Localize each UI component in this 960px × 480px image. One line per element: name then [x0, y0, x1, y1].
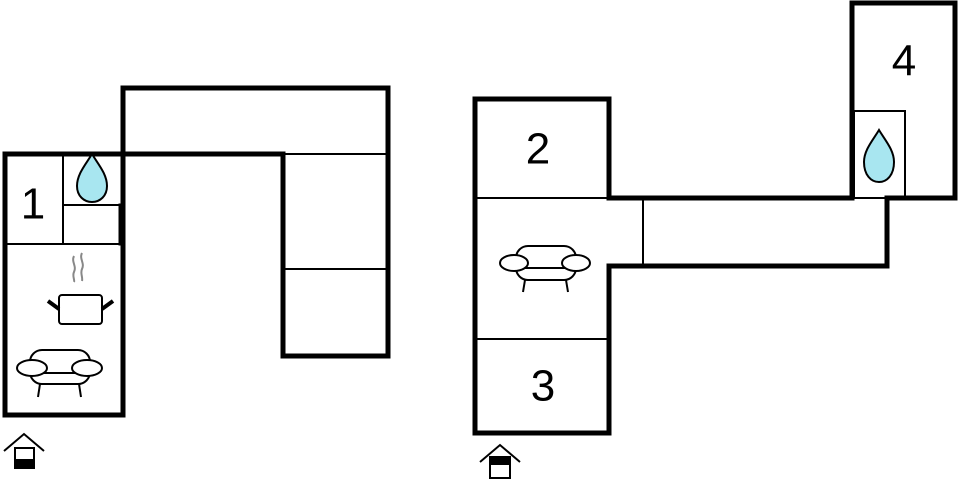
entrance-icon	[479, 443, 521, 479]
room-3-label: 3	[531, 362, 555, 411]
sofa-icon	[499, 245, 591, 293]
steam-icon	[72, 255, 76, 283]
right-unit: 2 3 4	[472, 0, 958, 479]
upper-wing-wall	[120, 85, 391, 359]
bathroom-partition	[853, 110, 906, 199]
left-unit: 1	[2, 85, 391, 469]
entrance-icon	[3, 432, 45, 469]
water-drop-icon	[862, 128, 896, 184]
water-drop-icon	[75, 152, 109, 204]
main-block-wall	[472, 96, 890, 436]
sofa-icon	[16, 349, 103, 398]
room-4-wall	[849, 0, 958, 201]
room-4-label: 4	[892, 37, 916, 86]
room-1-label: 1	[21, 180, 45, 229]
room-2-label: 2	[526, 125, 550, 174]
cooking-pot-icon	[46, 294, 115, 325]
